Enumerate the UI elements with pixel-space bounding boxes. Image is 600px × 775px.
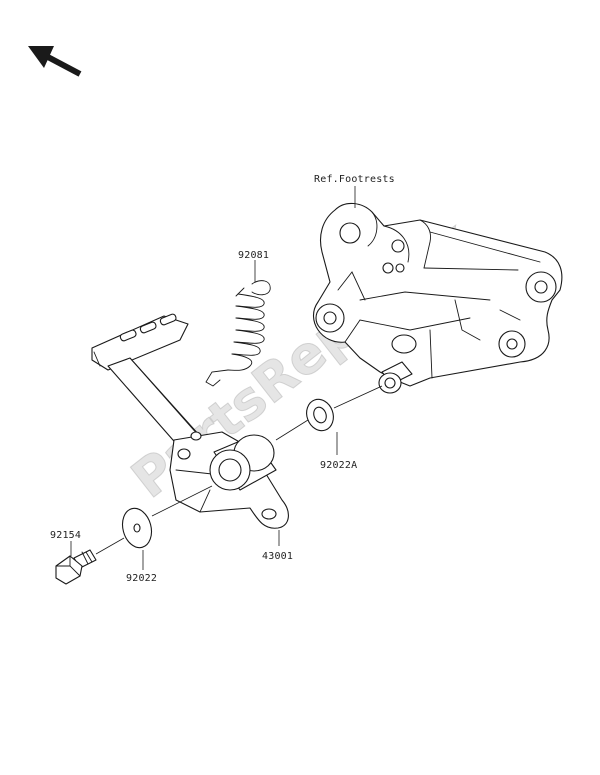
washer-92022: [121, 507, 153, 549]
part-label-92022a: 92022A: [320, 460, 357, 471]
brake-pedal: [91, 313, 289, 529]
part-label-92154: 92154: [50, 530, 81, 541]
footrest-bracket: [312, 202, 563, 394]
leader-lines: [70, 186, 356, 570]
washer-92022a: [306, 398, 334, 432]
front-direction-arrow-icon: [28, 46, 82, 77]
part-label-92081: 92081: [238, 250, 269, 261]
assembly-lines: [95, 385, 383, 555]
part-label-43001: 43001: [262, 551, 293, 562]
bolt-92154: [55, 549, 97, 585]
part-label-92022: 92022: [126, 573, 157, 584]
ref-footrests-label: Ref.Footrests: [314, 174, 395, 185]
return-spring: [205, 280, 271, 387]
